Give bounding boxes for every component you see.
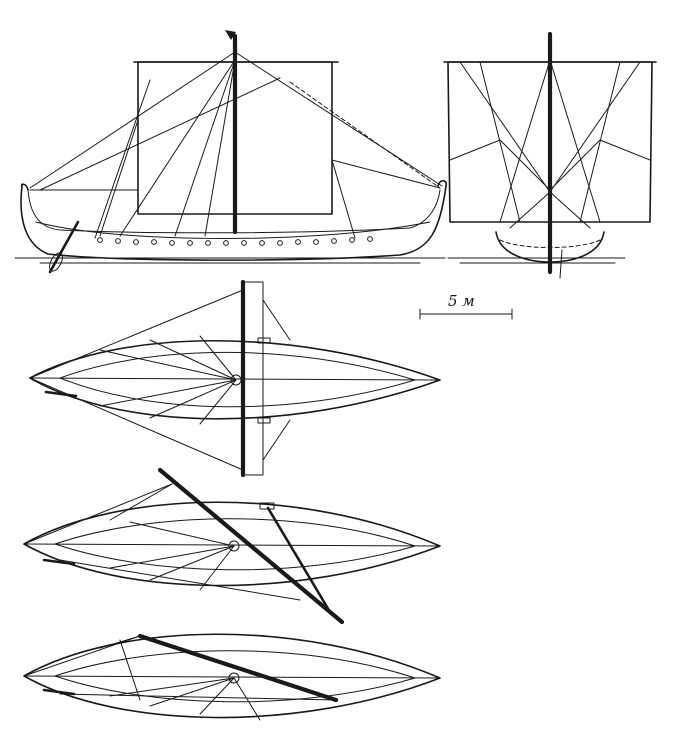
side-steering-oar-blade [49, 252, 63, 272]
side-stem-post [437, 179, 448, 187]
plan1-cleat-bottom [257, 417, 271, 424]
end-hull [495, 231, 605, 263]
side-hull-sheer [27, 189, 441, 234]
side-rigging [29, 51, 443, 239]
plan3-keel-line [23, 675, 441, 679]
plan1-cleat-top [257, 337, 271, 344]
side-brace-dashed [289, 81, 441, 189]
end-rigging [459, 59, 641, 229]
side-oar-ports [97, 236, 373, 246]
plan1-rigging [29, 289, 291, 471]
plan2-spar [266, 506, 332, 614]
side-pennant [225, 30, 236, 40]
side-hull [20, 185, 447, 261]
side-hull-strake [35, 221, 431, 239]
plan3-rigging [23, 635, 337, 721]
side-steering-oar [48, 220, 80, 274]
end-view [443, 31, 657, 279]
plan-view-1 [29, 279, 441, 478]
plan2-cleat [259, 502, 275, 510]
plan2-rigging [23, 483, 301, 601]
side-stern-post [20, 183, 29, 191]
end-keel-oar [559, 249, 563, 279]
end-hull-hidden [499, 239, 601, 248]
plan1-sail-edge [242, 281, 264, 476]
plan-view-3 [23, 633, 441, 721]
scale-bar: 5 м [419, 292, 513, 320]
plan3-mast-step [228, 672, 240, 684]
side-view [14, 30, 448, 274]
scale-bar-label: 5 м [448, 292, 475, 310]
plan1-mast-step [230, 374, 242, 386]
plan1-steering-oar [44, 390, 78, 398]
plan2-mast-step [228, 540, 240, 552]
plan2-keel-line [23, 543, 441, 547]
plan2-yard [157, 467, 345, 625]
plan-view-2 [23, 467, 441, 625]
plan2-steering-oar [42, 558, 76, 566]
plan3-steering-oar [42, 688, 76, 696]
plan3-yard [137, 633, 339, 703]
